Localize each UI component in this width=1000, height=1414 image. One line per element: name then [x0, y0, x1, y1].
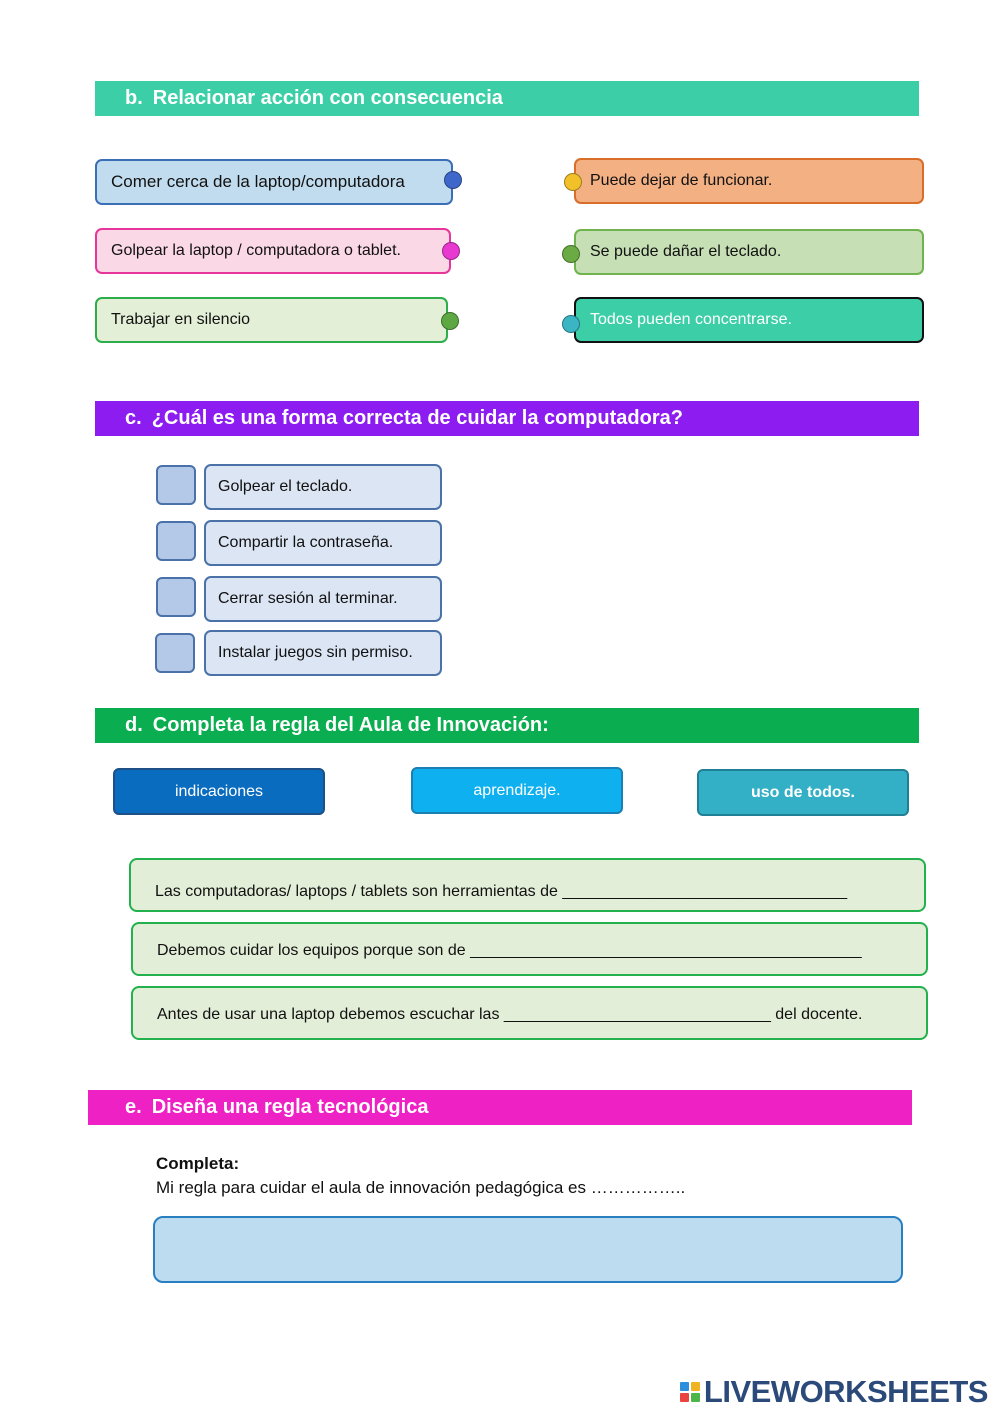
section-title: Relacionar acción con consecuencia [152, 87, 503, 109]
match-action-label: Trabajar en silencio [111, 311, 251, 328]
match-action-label: Comer cerca de la laptop/computadora [111, 172, 405, 191]
section-d-header: d. Completa la regla del Aula de Innovac… [95, 708, 919, 743]
option-item[interactable]: Cerrar sesión al terminar. [204, 576, 442, 622]
word-bank-label: aprendizaje. [473, 781, 561, 799]
match-connector-dot[interactable] [444, 171, 462, 189]
option-label: Compartir la contraseña. [218, 534, 394, 551]
liveworksheets-logo: LIVEWORKSHEETS [679, 1374, 989, 1410]
option-checkbox[interactable] [156, 577, 196, 617]
option-checkbox[interactable] [156, 521, 196, 561]
match-action-2[interactable]: Trabajar en silencio [95, 297, 448, 343]
match-consequence-label: Puede dejar de funcionar. [590, 172, 773, 189]
option-label: Cerrar sesión al terminar. [218, 590, 398, 607]
match-action-label: Golpear la laptop / computadora o tablet… [111, 242, 401, 259]
match-connector-dot[interactable] [441, 312, 459, 330]
match-action-0[interactable]: Comer cerca de la laptop/computadora [95, 159, 453, 205]
sentence-drop-target[interactable]: Antes de usar una laptop debemos escucha… [131, 986, 928, 1040]
match-action-1[interactable]: Golpear la laptop / computadora o tablet… [95, 228, 451, 274]
section-title: ¿Cuál es una forma correcta de cuidar la… [151, 407, 683, 429]
option-item[interactable]: Compartir la contraseña. [204, 520, 442, 566]
match-consequence-2[interactable]: Todos pueden concentrarse. [574, 297, 924, 343]
sentence-drop-target[interactable]: Debemos cuidar los equipos porque son de… [131, 922, 928, 976]
option-label: Instalar juegos sin permiso. [218, 644, 413, 661]
match-connector-dot[interactable] [442, 242, 460, 260]
answer-text-field[interactable] [153, 1216, 903, 1283]
prompt-text: Mi regla para cuidar el aula de innovaci… [156, 1178, 686, 1197]
match-consequence-label: Se puede dañar el teclado. [590, 243, 782, 260]
option-item[interactable]: Instalar juegos sin permiso. [204, 630, 442, 676]
section-title: Diseña una regla tecnológica [151, 1096, 429, 1118]
match-consequence-1[interactable]: Se puede dañar el teclado. [574, 229, 924, 275]
section-letter: b. [125, 87, 143, 109]
sentence-text: Debemos cuidar los equipos porque son de… [157, 942, 862, 959]
word-bank-label: uso de todos. [751, 783, 855, 801]
sentence-text: Las computadoras/ laptops / tablets son … [155, 883, 848, 900]
option-checkbox[interactable] [155, 633, 195, 673]
word-bank-chip[interactable]: uso de todos. [697, 769, 909, 816]
section-b-header: b. Relacionar acción con consecuencia [95, 81, 919, 116]
word-bank-chip[interactable]: aprendizaje. [411, 767, 623, 814]
option-item[interactable]: Golpear el teclado. [204, 464, 442, 510]
option-checkbox[interactable] [156, 465, 196, 505]
match-connector-dot[interactable] [562, 245, 580, 263]
sentence-drop-target[interactable]: Las computadoras/ laptops / tablets son … [129, 858, 926, 912]
word-bank-label: indicaciones [174, 782, 264, 800]
logo-text: LIVEWORKSHEETS [703, 1374, 989, 1409]
sentence-text: Antes de usar una laptop debemos escucha… [157, 1006, 863, 1023]
section-title: Completa la regla del Aula de Innovación… [152, 714, 549, 736]
logo-squares-icon [679, 1382, 700, 1402]
section-letter: e. [125, 1096, 142, 1118]
match-connector-dot[interactable] [564, 173, 582, 191]
option-label: Golpear el teclado. [218, 478, 353, 495]
section-e-header: e. Diseña una regla tecnológica [88, 1090, 912, 1125]
section-c-header: c. ¿Cuál es una forma correcta de cuidar… [95, 401, 919, 436]
section-letter: d. [125, 714, 143, 736]
match-connector-dot[interactable] [562, 315, 580, 333]
section-letter: c. [125, 407, 142, 429]
prompt-label: Completa: [156, 1154, 240, 1173]
match-consequence-0[interactable]: Puede dejar de funcionar. [574, 158, 924, 204]
word-bank-chip[interactable]: indicaciones [113, 768, 325, 815]
match-consequence-label: Todos pueden concentrarse. [590, 311, 792, 328]
